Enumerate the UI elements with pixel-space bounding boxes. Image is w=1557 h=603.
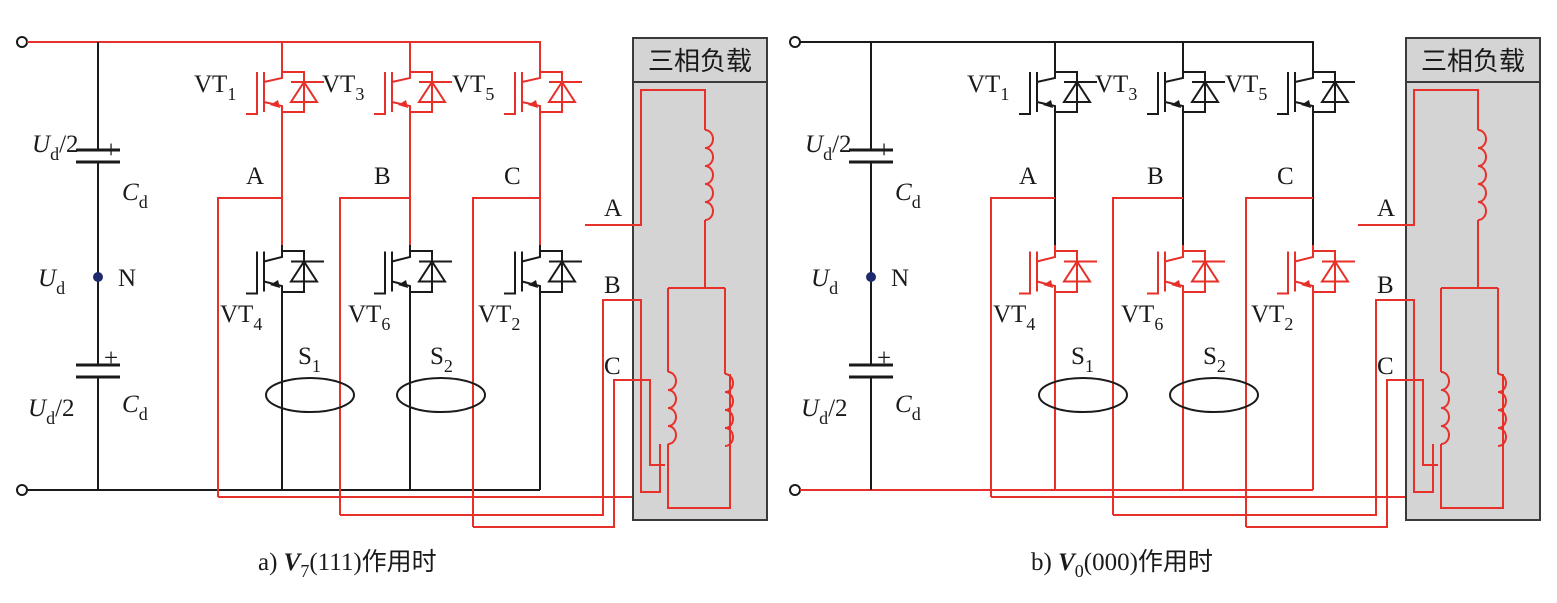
load-terminal-a: A [1377, 195, 1395, 222]
winding-c [724, 373, 734, 447]
cap-bottom-c-label: Cd [895, 391, 921, 424]
cap-top-c-label: Cd [895, 179, 921, 212]
current-sensor-s2: S2 [396, 343, 486, 413]
sensor-s1-label: S1 [1071, 343, 1094, 376]
vt1-switch [1019, 66, 1097, 118]
leg-label-a: A [246, 163, 264, 190]
vt4-label: VT4 [993, 301, 1035, 334]
load-title: 三相负载 [648, 47, 752, 77]
vt4-label: VT4 [220, 301, 262, 334]
neutral-label: N [891, 265, 909, 292]
panel-caption: a) V7(111)作用时 [258, 547, 437, 581]
vt6-label: VT6 [348, 301, 390, 334]
vt6-label: VT6 [1121, 301, 1163, 334]
leg-label-b: B [1147, 163, 1164, 190]
cap-top-plus: + [104, 137, 118, 164]
load-terminal-b: B [604, 272, 621, 299]
neutral-label: N [118, 265, 136, 292]
cap-bottom-c-label: Cd [122, 391, 148, 424]
vt2-label: VT2 [478, 301, 520, 334]
vt5-label: VT5 [1225, 71, 1267, 104]
vt5-switch [504, 66, 582, 118]
terminal-negative [16, 484, 28, 496]
sensor-s2-label: S2 [1203, 343, 1226, 376]
terminal-positive [16, 36, 28, 48]
cap-bottom-voltage-label: Ud/2 [801, 395, 848, 428]
vt6-switch [374, 245, 452, 298]
three-phase-load: 三相负载 A B C [604, 37, 768, 521]
vt2-switch [504, 245, 582, 298]
ud-label: Ud [811, 265, 838, 298]
ud-label: Ud [38, 265, 65, 298]
sensor-s2-label: S2 [430, 343, 453, 376]
neutral-point [93, 272, 103, 282]
three-phase-load: 三相负载 A B C [1377, 37, 1541, 521]
vt3-switch [1147, 66, 1225, 118]
load-terminal-c: C [604, 353, 621, 380]
winding-c [1497, 373, 1507, 447]
vt1-switch [246, 66, 324, 118]
neutral-point [866, 272, 876, 282]
leg-label-c: C [1277, 163, 1294, 190]
load-terminal-b: B [1377, 272, 1394, 299]
current-sensor-s1: S1 [265, 343, 355, 413]
leg-label-b: B [374, 163, 391, 190]
vt3-switch [374, 66, 452, 118]
sensor-s1-label: S1 [298, 343, 321, 376]
winding-a [704, 129, 714, 221]
panel-caption: b) V0(000)作用时 [1031, 547, 1213, 581]
cap-bottom-plus: + [877, 345, 891, 372]
vt1-label: VT1 [194, 71, 236, 104]
leg-label-a: A [1019, 163, 1037, 190]
load-title: 三相负载 [1421, 47, 1525, 77]
cap-top-c-label: Cd [122, 179, 148, 212]
cap-top-voltage-label: Ud/2 [32, 131, 79, 164]
vt5-label: VT5 [452, 71, 494, 104]
vt6-switch [1147, 245, 1225, 298]
cap-bottom-plus: + [104, 345, 118, 372]
vt4-switch [1019, 245, 1097, 298]
vt2-label: VT2 [1251, 301, 1293, 334]
winding-a [1477, 129, 1487, 221]
vt3-label: VT3 [322, 71, 364, 104]
vt5-switch [1277, 66, 1355, 118]
winding-b [1440, 371, 1450, 445]
cap-top-voltage-label: Ud/2 [805, 131, 852, 164]
load-terminal-a: A [604, 195, 622, 222]
vt1-label: VT1 [967, 71, 1009, 104]
terminal-negative [789, 484, 801, 496]
winding-b [667, 371, 677, 445]
vt3-label: VT3 [1095, 71, 1137, 104]
cap-bottom-voltage-label: Ud/2 [28, 395, 75, 428]
terminal-positive [789, 36, 801, 48]
leg-label-c: C [504, 163, 521, 190]
current-sensor-s1: S1 [1038, 343, 1128, 413]
vt4-switch [246, 245, 324, 298]
current-sensor-s2: S2 [1169, 343, 1259, 413]
load-terminal-c: C [1377, 353, 1394, 380]
cap-top-plus: + [877, 137, 891, 164]
vt2-switch [1277, 245, 1355, 298]
